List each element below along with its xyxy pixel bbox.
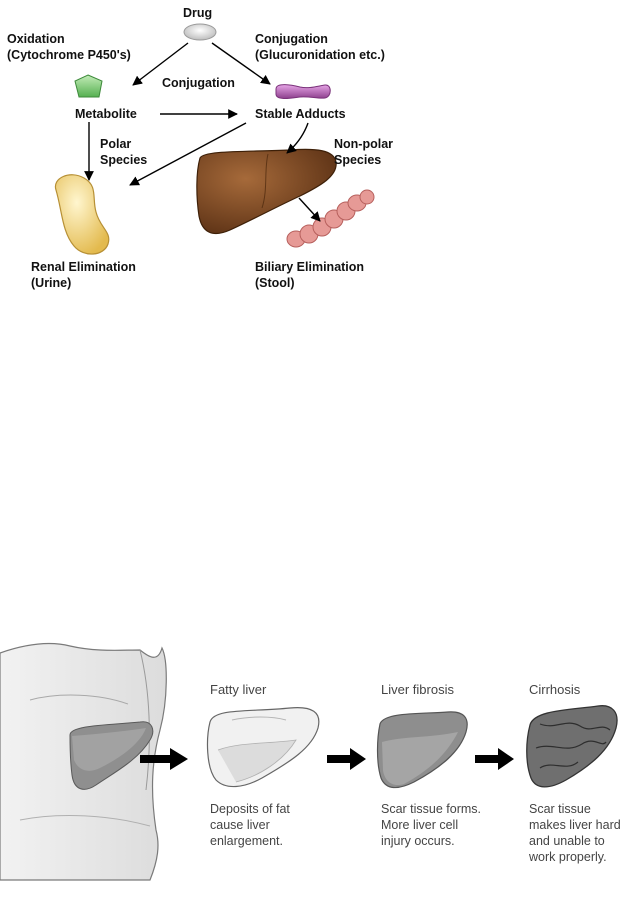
arrow-drug-to-adduct: [211, 42, 271, 85]
oxidation-title: Oxidation: [7, 32, 65, 46]
metabolite-icon: [74, 74, 103, 98]
drug-pill-icon: [183, 23, 217, 41]
arrow-adduct-to-liver: [286, 122, 309, 154]
biliary-label-line2: (Stool): [255, 276, 295, 290]
cirrhosis-desc-line1: Scar tissue: [529, 802, 591, 816]
fatty-desc-line2: cause liver: [210, 818, 270, 832]
cirrhosis-desc-line4: work properly.: [529, 850, 607, 864]
arrow-liver-to-intestine: [298, 197, 321, 222]
renal-label-line1: Renal Elimination: [31, 260, 136, 274]
polar-label-line2: Species: [100, 153, 148, 167]
drug-label: Drug: [183, 6, 213, 20]
arrow-fibrosis-to-cirrhosis: [475, 748, 514, 770]
kidney-icon: [54, 174, 110, 255]
conjugation-subtitle: (Glucuronidation etc.): [255, 48, 385, 62]
arrow-drug-to-metabolite: [132, 42, 189, 86]
stage-title-fibrosis: Liver fibrosis: [381, 682, 454, 697]
stable-adducts-label: Stable Adducts: [255, 107, 346, 121]
conjugation-mid-label: Conjugation: [162, 76, 235, 90]
metabolism-graphics: [54, 23, 375, 255]
metabolite-label: Metabolite: [75, 107, 137, 121]
arrow-adduct-to-kidney: [129, 122, 247, 186]
torso-illustration: [0, 642, 167, 881]
stable-adduct-icon: [275, 84, 331, 99]
liver-icon: [196, 148, 337, 235]
cirrhosis-desc-line3: and unable to: [529, 834, 605, 848]
arrow-torso-to-fatty: [140, 748, 188, 770]
fibrosis-desc-line1: Scar tissue forms.: [381, 802, 482, 816]
cirrhosis-desc-line2: makes liver hard: [529, 818, 621, 832]
oxidation-subtitle: (Cytochrome P450's): [7, 48, 131, 62]
nonpolar-label-line2: Species: [334, 153, 382, 167]
arrow-fatty-to-fibrosis: [327, 748, 366, 770]
intestine-icon: [286, 189, 375, 248]
biliary-label-line1: Biliary Elimination: [255, 260, 365, 274]
stage-title-fatty: Fatty liver: [210, 682, 267, 697]
renal-label-line2: (Urine): [31, 276, 72, 290]
fatty-desc-line3: enlargement.: [210, 834, 283, 848]
fibrosis-desc-line3: injury occurs.: [381, 834, 455, 848]
fibrosis-desc-line2: More liver cell: [381, 818, 459, 832]
stage-title-cirrhosis: Cirrhosis: [529, 682, 581, 697]
conjugation-title: Conjugation: [255, 32, 328, 46]
nonpolar-label-line1: Non-polar: [334, 137, 394, 151]
fatty-desc-line1: Deposits of fat: [210, 802, 290, 816]
polar-label-line1: Polar: [100, 137, 132, 151]
